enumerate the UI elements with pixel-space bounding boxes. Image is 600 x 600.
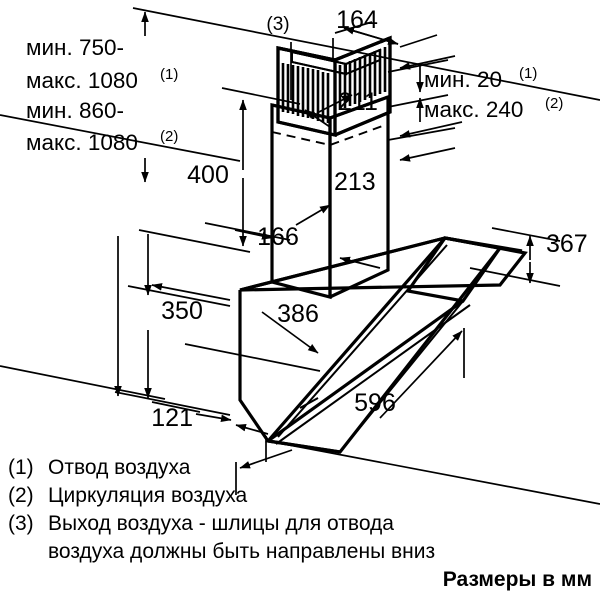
dim-121	[195, 413, 269, 462]
dim-386	[151, 283, 319, 354]
chimney-top-vent-box	[276, 35, 392, 138]
legend-text-1: Отвод воздуха	[48, 456, 191, 479]
legend-item-3: (3) Выход воздуха - шлицы для отвода	[8, 511, 592, 537]
units-note: Размеры в мм	[442, 568, 592, 591]
dim-ceiling-gap	[399, 55, 463, 138]
legend-text-2: Циркуляция воздуха	[48, 484, 248, 507]
dim-label-166: 166	[257, 223, 299, 251]
hood-body	[238, 236, 528, 454]
dim-label-164: 164	[336, 6, 378, 34]
vent-slits-left-face	[281, 63, 330, 123]
dim-label-max240-sup: (2)	[545, 95, 563, 112]
dim-label-121: 121	[151, 404, 193, 432]
dim-164	[343, 27, 399, 45]
dim-label-wallheight2-sup: (2)	[160, 128, 178, 145]
dim-596	[379, 328, 465, 419]
legend-1-leader	[235, 449, 293, 495]
dim-callout-3	[290, 42, 331, 128]
dim-label-596: 596	[354, 389, 396, 417]
legend-item-3-continued: воздуха должны быть направлены вниз	[8, 539, 592, 565]
legend-item-1: (1) Отвод воздуха	[8, 455, 592, 481]
legend-text-3-continued: воздуха должны быть направлены вниз	[48, 540, 436, 563]
dim-label-wallheight2-line2: макс. 1080	[26, 130, 138, 155]
legend-number-3: (3)	[8, 512, 34, 535]
dim-label-wallheight1-line1: мин. 750-	[26, 35, 124, 60]
dim-211	[316, 94, 353, 114]
legend-number-1: (1)	[8, 456, 34, 479]
dim-label-400: 400	[187, 161, 229, 189]
legend-item-2: (2) Циркуляция воздуха	[8, 483, 592, 509]
dim-label-367: 367	[546, 230, 588, 258]
dim-label-213: 213	[334, 168, 376, 196]
dim-label-wallheight1-line2: макс. 1080	[26, 68, 138, 93]
dim-350	[114, 234, 152, 399]
dim-label-max240: макс. 240	[424, 97, 523, 122]
dim-label-wallheight2-line1: мин. 860-	[26, 98, 124, 123]
dim-213	[339, 147, 456, 269]
dim-label-350: 350	[161, 297, 203, 325]
dim-label-min20-sup: (1)	[519, 65, 537, 82]
dim-label-386: 386	[277, 300, 319, 328]
legend-block: (1) Отвод воздуха (2) Циркуляция воздуха…	[8, 455, 592, 567]
legend-number-2: (2)	[8, 484, 34, 507]
dim-label-wallheight1-sup: (1)	[160, 66, 178, 83]
dim-166	[234, 204, 331, 240]
callout-label-3: (3)	[266, 14, 289, 35]
dim-label-211: 211	[338, 88, 378, 116]
legend-text-3: Выход воздуха - шлицы для отвода	[48, 512, 394, 535]
dim-label-min20: мин. 20	[424, 67, 502, 92]
